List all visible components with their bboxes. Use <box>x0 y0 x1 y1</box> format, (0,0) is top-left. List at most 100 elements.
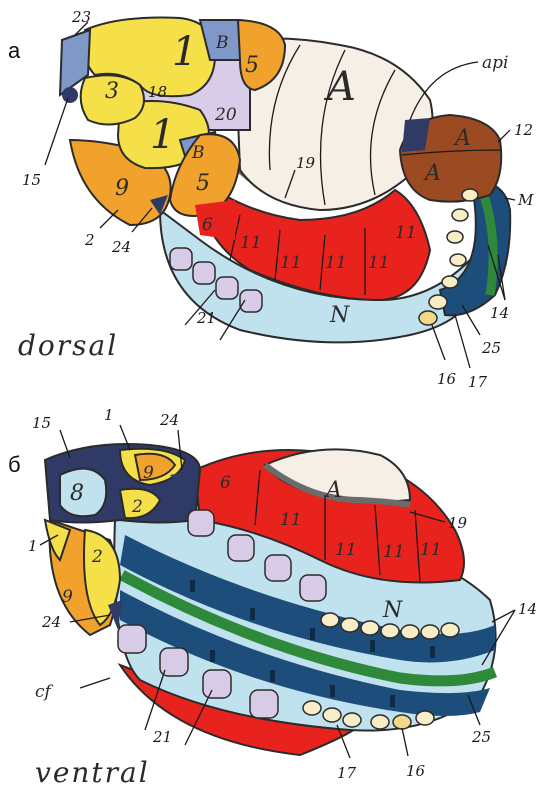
label-6: 6 <box>202 215 213 235</box>
callout-17: 17 <box>468 373 488 391</box>
plate <box>265 555 291 581</box>
leader-16-v <box>402 728 408 756</box>
oval <box>447 231 463 243</box>
oval <box>393 715 411 729</box>
callout-16: 16 <box>437 370 457 388</box>
oval <box>462 189 478 201</box>
label-18: 18 <box>148 83 167 101</box>
plate <box>228 535 254 561</box>
band-mark <box>310 628 315 640</box>
leader-15 <box>45 98 68 165</box>
label-9-top: 9 <box>143 463 154 483</box>
label-11: 11 <box>368 253 390 273</box>
label-6-ventral: 6 <box>220 473 231 493</box>
label-11-ventral: 11 <box>383 542 405 562</box>
plate <box>250 690 278 718</box>
label-A-brown-bot: A <box>423 161 441 186</box>
callout-M: M <box>517 191 534 209</box>
label-N-ventral: N <box>382 598 403 623</box>
callout-17-v: 17 <box>337 764 357 782</box>
label-3: 3 <box>105 79 119 104</box>
panel-a-dorsal: а <box>8 8 534 391</box>
plate <box>170 248 192 270</box>
label-20: 20 <box>214 105 237 125</box>
oval <box>341 618 359 632</box>
oval <box>441 623 459 637</box>
view-label-ventral: ventral <box>35 756 150 788</box>
oval <box>381 624 399 638</box>
callout-25: 25 <box>481 339 501 357</box>
label-A-brown-top: A <box>453 126 471 151</box>
label-1-top: 1 <box>172 29 197 75</box>
label-11: 11 <box>280 253 302 273</box>
oval <box>371 715 389 729</box>
label-5-bot: 5 <box>196 171 210 196</box>
label-11: 11 <box>240 233 262 253</box>
label-9: 9 <box>115 176 129 201</box>
label-B-top: B <box>215 33 229 53</box>
oval <box>323 708 341 722</box>
band-mark <box>190 580 195 592</box>
callout-21-v: 21 <box>152 728 172 746</box>
callout-19-v: 19 <box>448 514 468 532</box>
oval <box>321 613 339 627</box>
panel-letter-b: б <box>8 452 21 477</box>
oval <box>450 254 466 266</box>
callout-1-top: 1 <box>104 406 114 424</box>
callout-24-top: 24 <box>159 411 179 429</box>
knot-15 <box>62 87 78 103</box>
plate <box>203 670 231 698</box>
band-mark <box>370 640 375 652</box>
band-mark <box>390 695 395 707</box>
band-mark <box>330 685 335 697</box>
band-mark <box>430 646 435 658</box>
band-mark <box>270 670 275 682</box>
label-11: 11 <box>325 253 347 273</box>
leader-16 <box>432 325 445 360</box>
band-mark <box>210 650 215 662</box>
callout-api: api <box>482 53 508 73</box>
oval <box>401 625 419 639</box>
oval <box>361 621 379 635</box>
label-11-ventral: 11 <box>335 540 357 560</box>
callout-16-v: 16 <box>406 762 426 780</box>
plate <box>216 277 238 299</box>
callout-25-v: 25 <box>471 728 491 746</box>
callout-24: 24 <box>111 238 131 256</box>
oval <box>343 713 361 727</box>
oval <box>421 625 439 639</box>
callout-24-left: 24 <box>41 613 61 631</box>
panel-b-ventral: б <box>8 406 537 788</box>
oval <box>452 209 468 221</box>
plate <box>300 575 326 601</box>
oval <box>416 711 434 725</box>
label-1-mid: 1 <box>150 112 175 158</box>
label-N: N <box>329 303 350 328</box>
label-2-bot: 2 <box>91 547 103 567</box>
label-2-top: 2 <box>131 497 143 517</box>
callout-12: 12 <box>514 121 533 139</box>
leader-cf <box>80 678 110 688</box>
oval <box>419 311 437 325</box>
leader-17 <box>455 315 470 368</box>
label-11-ventral: 11 <box>420 540 442 560</box>
callout-2: 2 <box>84 231 95 249</box>
plate <box>118 625 146 653</box>
plate <box>188 510 214 536</box>
callout-21: 21 <box>196 309 216 327</box>
label-11-ventral: 11 <box>280 510 302 530</box>
plate <box>240 290 262 312</box>
oval <box>303 701 321 715</box>
view-label-dorsal: dorsal <box>18 329 118 362</box>
oval <box>442 276 458 288</box>
callout-14-v: 14 <box>518 600 537 618</box>
callout-15: 15 <box>22 171 41 189</box>
callout-19: 19 <box>296 154 316 172</box>
label-B-bot: B <box>191 143 205 163</box>
panel-letter-a: а <box>8 38 21 63</box>
callout-cf: cf <box>35 682 54 702</box>
label-A-ventral: A <box>324 478 342 503</box>
plate <box>193 262 215 284</box>
band-mark <box>250 608 255 620</box>
